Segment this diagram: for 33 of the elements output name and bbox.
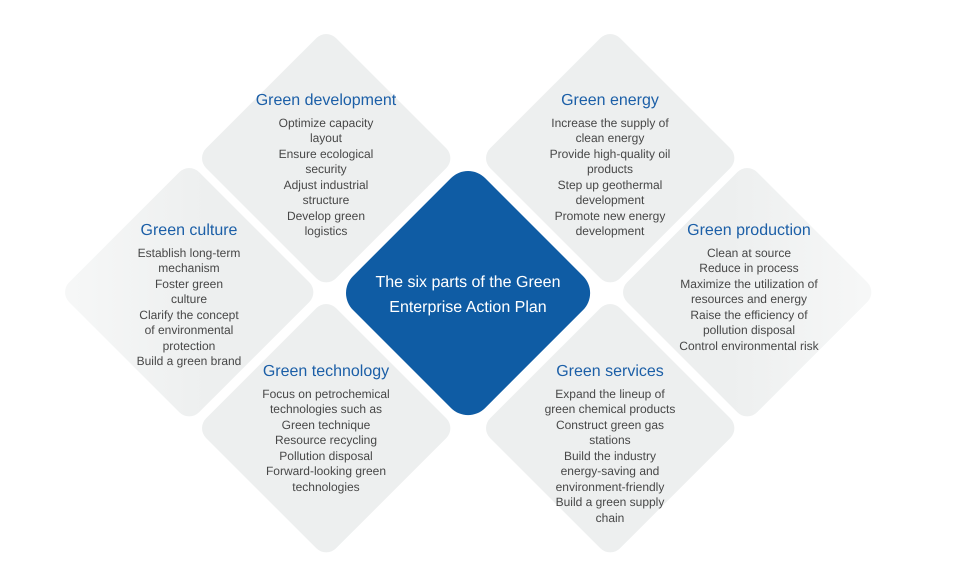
action-item: Raise the efficiency of pollution disposal xyxy=(689,308,809,339)
panel-heading: Green production xyxy=(687,220,811,241)
action-item: Construct green gas stations xyxy=(554,418,666,449)
panel-heading: Green energy xyxy=(561,90,659,111)
action-item: Adjust industrial structure xyxy=(282,178,370,209)
action-item: Expand the lineup of green chemical products xyxy=(544,386,676,418)
action-item: Promote new energy development xyxy=(554,208,666,240)
action-item: Maximize the utilization of resources and energy xyxy=(679,276,819,308)
action-item: Provide high-quality oil products xyxy=(548,146,672,178)
action-item: Build a green brand xyxy=(136,354,242,370)
action-item: Build a green supply chain xyxy=(554,495,666,526)
action-item: Build the industry energy-saving and environment-friendly xyxy=(554,448,666,496)
action-item: Control environmental risk xyxy=(679,338,819,354)
panel-heading: Green technology xyxy=(262,362,390,382)
action-item: Develop green logistics xyxy=(286,208,366,240)
action-item: Pollution disposal xyxy=(279,448,373,464)
action-item: Clarify the concept of environmental protection xyxy=(138,308,240,354)
panel-heading: Green culture xyxy=(140,220,238,241)
action-item: Clean at source xyxy=(706,246,791,262)
action-item: Optimize capacity layout xyxy=(278,116,374,147)
action-item: Focus on petrochemical technologies such as xyxy=(261,386,391,418)
center-heading: The six parts of the Green Enterprise Action Plan xyxy=(374,272,562,318)
action-item: Increase the supply of clean energy xyxy=(550,116,670,147)
panel-heading: Green development xyxy=(256,90,396,111)
action-item: Ensure ecological security xyxy=(278,146,374,178)
action-item: Reduce in process xyxy=(699,261,799,277)
action-item: Resource recycling xyxy=(274,433,377,449)
action-item: Foster green culture xyxy=(154,276,224,308)
action-item: Establish long-term mechanism xyxy=(136,246,242,277)
panel-heading: Green services xyxy=(556,362,664,382)
action-item: Step up geothermal development xyxy=(556,178,664,209)
action-item: Green technique xyxy=(282,418,370,434)
action-item: Forward-looking green technologies xyxy=(264,464,388,496)
